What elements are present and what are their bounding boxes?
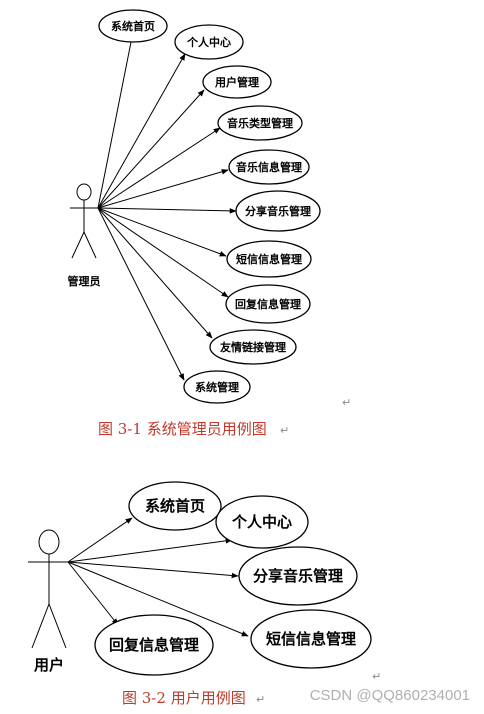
return-mark: ↵ xyxy=(256,693,265,706)
use-case-label: 个人中心 xyxy=(186,35,231,49)
assoc-line xyxy=(97,127,221,209)
assoc-line xyxy=(67,561,119,626)
use-case: 音乐类型管理 xyxy=(217,105,303,141)
use-case-label: 分享音乐管理 xyxy=(253,567,343,585)
figure-admin-use-case: 管理员 系统首页 个人中心 用户管理 音乐类型管理 音乐信息管理 分享音乐管理 xyxy=(68,9,351,438)
use-case-label: 回复信息管理 xyxy=(109,636,199,654)
assoc-line xyxy=(67,561,239,579)
use-case: 短信信息管理 xyxy=(250,609,372,669)
use-case-label: 系统管理 xyxy=(195,380,239,394)
use-case-label: 回复信息管理 xyxy=(235,297,301,311)
use-case-label: 短信信息管理 xyxy=(236,252,302,266)
figure-user-use-case: 用户 系统首页 个人中心 分享音乐管理 短信信息管理 回复信息管理 ↵ 图 3-… xyxy=(28,481,381,707)
use-case: 友情链接管理 xyxy=(209,329,297,365)
assoc-line xyxy=(97,31,135,209)
actor-head xyxy=(76,183,92,201)
actor-head xyxy=(38,529,60,555)
figure1-caption: 图 3-1 系统管理员用例图 xyxy=(98,420,267,438)
watermark: CSDN @QQ860234001 xyxy=(310,687,470,704)
return-mark: ↵ xyxy=(280,424,289,437)
use-case: 分享音乐管理 xyxy=(235,190,321,232)
use-case: 个人中心 xyxy=(174,24,244,60)
use-case-label: 音乐类型管理 xyxy=(227,116,293,130)
assoc-line xyxy=(97,207,227,257)
actor-user xyxy=(28,529,70,649)
use-case: 短信信息管理 xyxy=(226,240,312,278)
use-case: 系统首页 xyxy=(98,9,168,43)
actor-admin xyxy=(70,183,98,259)
return-mark: ↵ xyxy=(372,670,381,683)
use-case-label: 友情链接管理 xyxy=(220,340,286,354)
use-case: 用户管理 xyxy=(202,65,272,99)
assoc-line xyxy=(97,207,213,339)
use-case: 分享音乐管理 xyxy=(238,546,358,606)
assoc-line xyxy=(97,89,205,209)
use-case-label: 用户管理 xyxy=(215,75,259,89)
use-case: 回复信息管理 xyxy=(225,284,311,324)
use-case-label: 系统首页 xyxy=(145,497,205,515)
use-case-label: 分享音乐管理 xyxy=(245,204,311,218)
assoc-line xyxy=(97,169,229,209)
use-case: 回复信息管理 xyxy=(94,614,214,676)
assoc-line xyxy=(67,538,233,563)
use-case-label: 音乐信息管理 xyxy=(236,160,302,174)
use-case: 系统首页 xyxy=(128,481,222,531)
use-case: 个人中心 xyxy=(215,495,309,549)
use-case: 系统管理 xyxy=(183,370,251,404)
assoc-line xyxy=(97,207,229,298)
use-case-label: 系统首页 xyxy=(111,19,155,33)
assoc-line xyxy=(67,517,133,563)
use-case: 音乐信息管理 xyxy=(228,149,310,185)
figure2-caption: 图 3-2 用户用例图 xyxy=(122,689,246,707)
actor-admin-label: 管理员 xyxy=(68,274,101,288)
actor-user-label: 用户 xyxy=(34,656,64,674)
return-mark: ↵ xyxy=(342,396,351,409)
assoc-line xyxy=(97,207,185,381)
assoc-line xyxy=(67,561,249,637)
assoc-line xyxy=(97,207,237,214)
assoc-line xyxy=(97,53,186,209)
use-case-label: 短信信息管理 xyxy=(266,630,356,648)
use-case-label: 个人中心 xyxy=(231,513,292,531)
